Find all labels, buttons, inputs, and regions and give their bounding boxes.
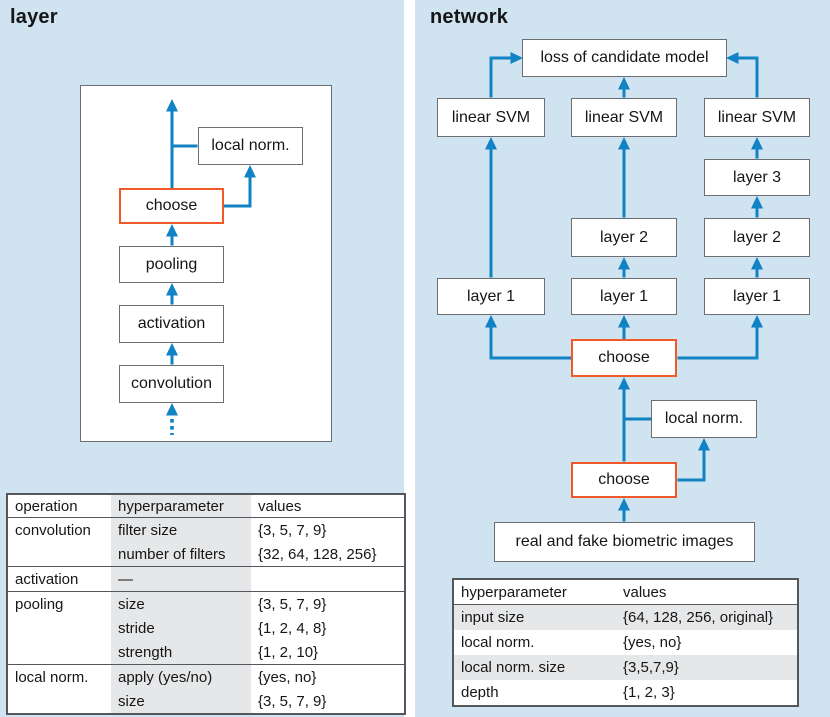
table-row: local norm. size {3,5,7,9}	[453, 655, 798, 680]
cell-operation: convolution	[7, 517, 111, 542]
table-row: pooling size {3, 5, 7, 9}	[7, 591, 405, 616]
node-layer1-left: layer 1	[437, 278, 545, 315]
col-header-operation: operation	[7, 494, 111, 518]
cell-hyperparameter: stride	[111, 616, 251, 640]
arrow-layer3-right-to-svm	[751, 137, 763, 159]
arrow-layer1-mid-to-layer2	[618, 257, 630, 278]
node-local-norm: local norm.	[198, 127, 303, 165]
cell-hyperparameter: —	[111, 566, 251, 592]
table-row: input size {64, 128, 256, original}	[453, 604, 798, 630]
cell-operation: local norm.	[7, 664, 111, 689]
cell-values: {1, 2, 3}	[623, 684, 675, 701]
col-header-hyperparameter: hyperparameter	[111, 494, 251, 518]
col-header-hyperparameter: hyperparameter	[453, 579, 616, 605]
arrow-chooselower-to-localnorm	[677, 438, 710, 482]
node-layer2-right: layer 2	[704, 218, 810, 257]
cell-hyperparameter: size	[111, 689, 251, 714]
table-row: depth {1, 2, 3}	[453, 680, 798, 706]
cell-hyperparameter: number of filters	[111, 542, 251, 567]
cell-values: {1, 2, 10}	[258, 643, 319, 661]
node-activation: activation	[119, 305, 224, 343]
node-input-images: real and fake biometric images	[494, 522, 755, 562]
node-linear-svm-right: linear SVM	[704, 98, 810, 137]
cell-operation	[7, 542, 111, 567]
node-layer2-mid: layer 2	[571, 218, 677, 257]
table-row: activation —	[7, 566, 405, 592]
cell-values	[251, 566, 405, 592]
cell-hyperparameter: input size	[453, 604, 616, 630]
table-row: strength {1, 2, 10}	[7, 640, 405, 665]
arrow-choose-to-layer1-mid	[618, 315, 630, 339]
cell-hyperparameter: depth	[461, 684, 499, 701]
node-choose: choose	[119, 188, 224, 224]
arrow-input-to-chooselower	[618, 498, 630, 522]
arrow-svm-left-to-loss	[489, 52, 523, 98]
network-panel-title: network	[430, 6, 509, 28]
cell-operation	[7, 689, 111, 714]
table-row: number of filters {32, 64, 128, 256}	[7, 542, 405, 567]
node-linear-svm-left: linear SVM	[437, 98, 545, 137]
arrow-layer2-mid-to-svm	[618, 137, 630, 218]
node-choose-upper: choose	[571, 339, 677, 377]
node-pooling: pooling	[119, 246, 224, 283]
cell-operation: pooling	[7, 591, 111, 616]
arrow-choose-to-layer1-left	[485, 315, 572, 360]
table-row: convolution filter size {3, 5, 7, 9}	[7, 517, 405, 542]
network-panel: network	[415, 0, 830, 717]
col-header-values: values	[616, 579, 798, 605]
cell-operation	[7, 640, 111, 665]
node-layer1-right: layer 1	[704, 278, 810, 315]
cell-operation: activation	[7, 566, 111, 592]
node-local-norm: local norm.	[651, 400, 757, 438]
cell-values: {3, 5, 7, 9}	[251, 591, 405, 616]
arrow-layer1-right-to-layer2	[751, 257, 763, 278]
cell-values: {3,5,7,9}	[616, 655, 798, 680]
layer-panel-title: layer	[10, 6, 58, 28]
table-row: stride {1, 2, 4, 8}	[7, 616, 405, 640]
node-linear-svm-mid: linear SVM	[571, 98, 677, 137]
table-header-row: hyperparameter values	[453, 579, 798, 605]
cell-values: {1, 2, 4, 8}	[258, 619, 327, 637]
arrow-chooselower-to-chooseupper	[618, 377, 630, 462]
cell-values: {32, 64, 128, 256}	[258, 545, 377, 563]
arrow-layer2-right-to-layer3	[751, 196, 763, 218]
cell-values: {3, 5, 7, 9}	[258, 692, 327, 710]
cell-hyperparameter: strength	[111, 640, 251, 665]
cell-operation	[7, 616, 111, 640]
cell-values: {64, 128, 256, original}	[616, 604, 798, 630]
table-row: size {3, 5, 7, 9}	[7, 689, 405, 714]
cell-hyperparameter: local norm. size	[453, 655, 616, 680]
cell-hyperparameter: filter size	[111, 517, 251, 542]
node-convolution: convolution	[119, 365, 224, 403]
cell-hyperparameter: apply (yes/no)	[111, 664, 251, 689]
cell-values: {yes, no}	[623, 634, 682, 651]
node-choose-lower: choose	[571, 462, 677, 498]
arrow-choose-to-layer1-right	[677, 315, 763, 360]
table-row: local norm. {yes, no}	[453, 630, 798, 655]
col-header-values: values	[251, 494, 405, 518]
arrow-svm-mid-to-loss	[618, 77, 630, 98]
node-loss: loss of candidate model	[522, 39, 727, 77]
node-layer1-mid: layer 1	[571, 278, 677, 315]
node-layer3-right: layer 3	[704, 159, 810, 196]
network-hyperparameter-table: hyperparameter values input size {64, 12…	[452, 578, 799, 707]
table-row: local norm. apply (yes/no) {yes, no}	[7, 664, 405, 689]
cell-values: {3, 5, 7, 9}	[251, 517, 405, 542]
cell-hyperparameter: local norm.	[461, 634, 535, 651]
cell-values: {yes, no}	[251, 664, 405, 689]
table-header-row: operation hyperparameter values	[7, 494, 405, 518]
layer-panel: layer local norm. ch	[0, 0, 406, 717]
layer-hyperparameter-table: operation hyperparameter values convolut…	[6, 493, 406, 715]
arrow-layer1-left-to-svm	[485, 137, 497, 278]
arrow-svm-right-to-loss	[726, 52, 759, 98]
cell-hyperparameter: size	[111, 591, 251, 616]
